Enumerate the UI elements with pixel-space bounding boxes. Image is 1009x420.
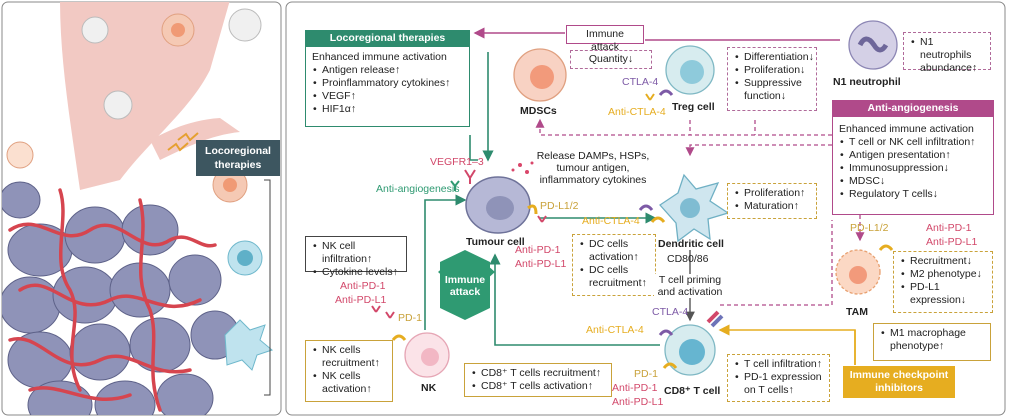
tam-effects-box: Recruitment↓ M2 phenotype↓ PD-L1 express… bbox=[893, 251, 993, 313]
n1-effect: N1 neutrophils abundance↑ bbox=[911, 36, 984, 75]
cd8-ctla4-label: CTLA-4 bbox=[652, 306, 689, 318]
dendritic-anti-ctla4-label: Anti-CTLA-4 bbox=[582, 215, 640, 227]
n1-label: N1 neutrophil bbox=[833, 76, 901, 88]
locoregional-item: VEGF↑ bbox=[313, 90, 463, 103]
tam-label: TAM bbox=[846, 306, 868, 318]
cd8-anti-pd1-label: Anti-PD-1 bbox=[612, 382, 658, 394]
cd8-right-effect: PD-1 expression on T cells↑ bbox=[735, 371, 823, 397]
cd8-right-effects-box: T cell infiltration↑ PD-1 expression on … bbox=[727, 354, 830, 402]
tumour-cell-label: Tumour cell bbox=[466, 236, 525, 248]
dendritic-effect: Maturation↑ bbox=[735, 200, 810, 213]
cd8-effect: CD8⁺ T cells activation↑ bbox=[472, 380, 605, 393]
tam-pdl1-label: PD-L1/2 bbox=[850, 222, 889, 234]
nk-effects-box: NK cells recruitment↑ NK cells activatio… bbox=[305, 340, 393, 402]
tam-anti-pd1-label: Anti-PD-1 bbox=[926, 222, 972, 234]
anti-angiogenesis-item: T cell or NK cell infiltration↑ bbox=[840, 136, 987, 149]
anti-angiogenesis-intro: Enhanced immune activation bbox=[839, 123, 974, 135]
nk-label: NK bbox=[421, 382, 437, 394]
nk-effect: NK cells recruitment↑ bbox=[313, 344, 386, 370]
mdsc-label: MDSCs bbox=[520, 105, 557, 117]
cd8-label: CD8⁺ T cell bbox=[664, 385, 721, 397]
nk-anti-pd1-label: Anti-PD-1 bbox=[340, 280, 386, 292]
locoregional-intro: Enhanced immune activation bbox=[312, 51, 447, 63]
treg-ctla4-label: CTLA-4 bbox=[622, 76, 659, 88]
dc-effects-box: DC cells activation↑ DC cells recruitmen… bbox=[572, 234, 656, 296]
mdsc-effect-box: Quantity↓ bbox=[570, 50, 652, 69]
treg-effect: Suppressive function↓ bbox=[735, 77, 810, 103]
cd8-pd1-label: PD-1 bbox=[634, 368, 658, 380]
release-text: Release DAMPs, HSPs, tumour antigen, inf… bbox=[536, 150, 650, 186]
anti-angiogenesis-header: Anti-angiogenesis bbox=[832, 100, 994, 117]
left-locoregional-label: Locoregional therapies bbox=[196, 140, 280, 176]
locoregional-item: Proinflammatory cytokines↑ bbox=[313, 77, 463, 90]
treg-effect: Differentiation↓ bbox=[735, 51, 814, 64]
n1-effects-box: N1 neutrophils abundance↑ bbox=[903, 32, 991, 74]
anti-angiogenesis-item: Regulatory T cells↓ bbox=[840, 188, 987, 201]
tam-effect: PD-L1 expression↓ bbox=[901, 281, 986, 307]
immune-attack-top: Immune attack bbox=[566, 25, 644, 53]
dendritic-cd-label: CD80/86 bbox=[667, 253, 709, 265]
anti-angiogenesis-item: Antigen presentation↑ bbox=[840, 149, 987, 162]
tumour-anti-angiogenesis-label: Anti-angiogenesis bbox=[376, 183, 460, 195]
cd8-anti-pdl1-label: Anti-PD-L1 bbox=[612, 396, 664, 408]
nk-infiltration-item: Cytokine levels↑ bbox=[313, 266, 400, 279]
tumour-anti-pd1-label: Anti-PD-1 bbox=[515, 244, 561, 256]
ici-label: Immune checkpoint inhibitors bbox=[843, 366, 955, 398]
tam-effect: M2 phenotype↓ bbox=[901, 268, 986, 281]
locoregional-item: Antigen release↑ bbox=[313, 64, 463, 77]
nk-pd1-label: PD-1 bbox=[398, 312, 422, 324]
locoregional-items: Antigen release↑ Proinflammatory cytokin… bbox=[312, 64, 463, 116]
nk-anti-pdl1-label: Anti-PD-L1 bbox=[335, 294, 387, 306]
immune-attack-mid: Immune attack bbox=[444, 274, 486, 298]
dendritic-effects-box: Proliferation↑ Maturation↑ bbox=[727, 183, 817, 219]
nk-effect: NK cells activation↑ bbox=[313, 370, 386, 396]
m1-box: M1 macrophage phenotype↑ bbox=[873, 323, 991, 361]
tumour-anti-pdl1-label: Anti-PD-L1 bbox=[515, 258, 567, 270]
nk-infiltration-box: NK cell infiltration↑ Cytokine levels↑ bbox=[305, 236, 407, 279]
treg-effect: Proliferation↓ bbox=[735, 64, 810, 77]
anti-angiogenesis-item: MDSC↓ bbox=[840, 175, 987, 188]
tcell-priming-label: T cell priming and activation bbox=[654, 274, 726, 298]
treg-effects-box: Differentiation↓ Proliferation↓ Suppress… bbox=[727, 47, 817, 111]
cd8-anti-ctla4-label: Anti-CTLA-4 bbox=[586, 324, 644, 336]
locoregional-item: HIF1α↑ bbox=[313, 103, 463, 116]
dc-effect: DC cells recruitment↑ bbox=[580, 264, 649, 290]
dendritic-label: Dendritic cell bbox=[658, 238, 724, 250]
anti-angiogenesis-box: Enhanced immune activation T cell or NK … bbox=[832, 100, 994, 215]
anti-angiogenesis-item: Immunosuppression↓ bbox=[840, 162, 987, 175]
treg-label: Treg cell bbox=[672, 101, 715, 113]
nk-infiltration-item: NK cell infiltration↑ bbox=[313, 240, 400, 266]
treg-anti-ctla4-label: Anti-CTLA-4 bbox=[608, 106, 666, 118]
cd8-effect: CD8⁺ T cells recruitment↑ bbox=[472, 367, 605, 380]
dendritic-effect: Proliferation↑ bbox=[735, 187, 810, 200]
vegfr-label: VEGFR1–3 bbox=[430, 156, 484, 168]
dc-effect: DC cells activation↑ bbox=[580, 238, 649, 264]
tam-anti-pdl1-label: Anti-PD-L1 bbox=[926, 236, 978, 248]
tam-effect: Recruitment↓ bbox=[901, 255, 986, 268]
cd8-effects-box: CD8⁺ T cells recruitment↑ CD8⁺ T cells a… bbox=[464, 363, 612, 397]
m1-effect: M1 macrophage phenotype↑ bbox=[881, 327, 984, 353]
tumour-pdl1-label: PD-L1/2 bbox=[540, 200, 579, 212]
locoregional-header: Locoregional therapies bbox=[305, 30, 470, 47]
cd8-right-effect: T cell infiltration↑ bbox=[735, 358, 823, 371]
